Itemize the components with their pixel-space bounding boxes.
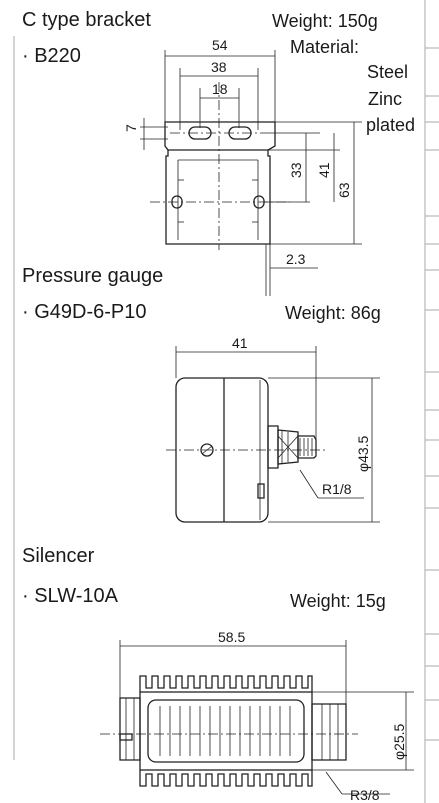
bracket-model: · B220 — [22, 45, 81, 67]
silencer-weight: Weight: 15g — [290, 591, 386, 611]
bracket-weight: Weight: 150g — [272, 11, 378, 31]
bracket-title: C type bracket — [22, 9, 151, 31]
bracket-material-steel: Steel — [367, 62, 409, 82]
dim-54: 54 — [212, 37, 228, 53]
dim-33: 33 — [288, 162, 304, 178]
bracket-material-plated: plated — [366, 115, 416, 135]
dim-7: 7 — [123, 124, 139, 132]
dim-38: 38 — [211, 59, 227, 75]
dim-41: 41 — [316, 162, 332, 178]
dim-63: 63 — [336, 182, 352, 198]
silencer-title: Silencer — [22, 545, 95, 567]
right-margin-ticks — [424, 0, 439, 803]
dim-silencer-length: 58.5 — [218, 629, 246, 645]
bracket-material-label: Material: — [290, 37, 360, 57]
gauge-weight: Weight: 86g — [285, 303, 381, 323]
dim-gauge-41: 41 — [232, 335, 248, 351]
gauge-model: · G49D-6-P10 — [22, 301, 147, 323]
silencer-drawing — [100, 640, 414, 795]
gauge-drawing — [166, 346, 380, 523]
dim-18: 18 — [212, 81, 228, 97]
dim-gauge-thread: R1/8 — [322, 481, 352, 497]
bracket-drawing — [140, 50, 362, 296]
dim-gauge-diameter: φ43.5 — [355, 435, 371, 472]
dim-silencer-diameter: φ25.5 — [391, 723, 407, 760]
dim-silencer-thread: R3/8 — [350, 787, 380, 803]
dim-2-3: 2.3 — [286, 251, 306, 267]
bracket-material-zinc: Zinc — [368, 89, 403, 109]
silencer-model: · SLW-10A — [22, 585, 118, 607]
gauge-title: Pressure gauge — [22, 265, 164, 287]
